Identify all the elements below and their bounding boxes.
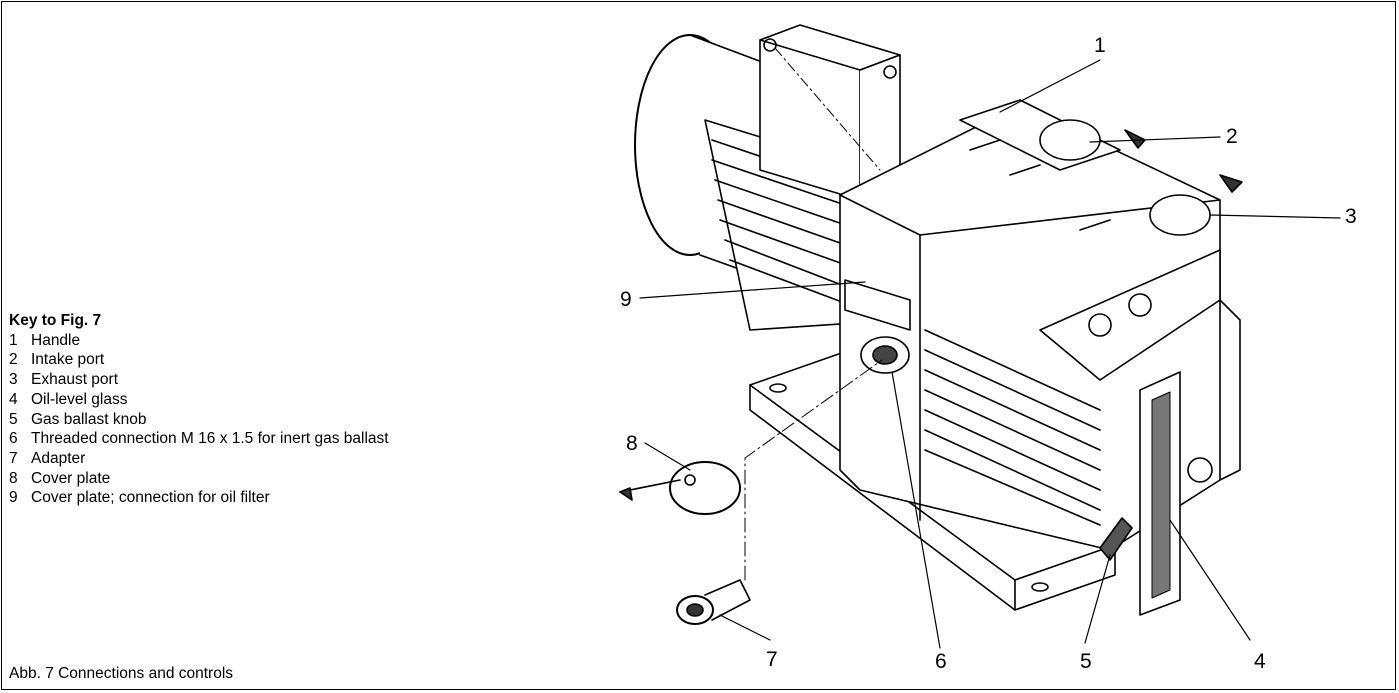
adapter-7 [676, 579, 751, 625]
key-item: 5 Gas ballast knob [9, 410, 389, 430]
key-item-label: Cover plate [31, 469, 111, 487]
key-item-number: 9 [9, 489, 18, 507]
key-item-number: 4 [9, 390, 18, 408]
key-item: 6 Threaded connection M 16 x 1.5 for iner… [9, 429, 389, 449]
key-item-label: Cover plate; connection for oil filter [31, 489, 270, 507]
key-item: 4 Oil-level glass [9, 390, 389, 410]
terminal-box [759, 24, 901, 201]
key-item: 9 Cover plate; connection for oil filter [9, 488, 389, 508]
callout-8: 8 [626, 432, 638, 455]
key-title: Key to Fig. 7 [9, 312, 102, 329]
figure-caption: Abb. 7 Connections and controls [9, 665, 234, 682]
assembly-centerline [744, 359, 883, 581]
key-item: 7 Adapter [9, 449, 389, 469]
key-item-number: 1 [9, 331, 18, 349]
key-item-number: 3 [9, 371, 18, 389]
key-item-label: Oil-level glass [31, 390, 128, 408]
key-item: 3 Exhaust port [9, 370, 389, 390]
side-plate [844, 279, 911, 374]
key-item-number: 2 [9, 351, 18, 369]
callout-2: 2 [1226, 125, 1238, 148]
leader-lines [639, 59, 1341, 649]
callout-9: 9 [620, 288, 632, 311]
key-item-label: Adapter [31, 449, 86, 467]
callout-4: 4 [1254, 650, 1266, 673]
key-item-number: 5 [9, 410, 18, 428]
key-item-label: Exhaust port [31, 371, 119, 389]
callout-5: 5 [1080, 650, 1092, 673]
key-item-label: Intake port [31, 351, 105, 369]
figure-key: Key to Fig. 7 1 Handle 2 Intake port 3 Exha… [9, 311, 389, 508]
pump-body [839, 104, 1241, 616]
key-item-label: Threaded connection M 16 x 1.5 for inert… [31, 430, 389, 448]
callout-1: 1 [1094, 34, 1106, 57]
key-item-label: Gas ballast knob [31, 410, 147, 428]
key-item: 2 Intake port [9, 350, 389, 370]
callout-6: 6 [935, 650, 947, 673]
callout-3: 3 [1345, 205, 1357, 228]
key-item-number: 6 [9, 430, 18, 448]
callout-7: 7 [766, 648, 778, 671]
ports [1039, 119, 1243, 236]
key-item-label: Handle [31, 331, 81, 349]
key-item: 8 Cover plate [9, 469, 389, 489]
key-item: 1 Handle [9, 331, 389, 351]
key-item-number: 8 [9, 469, 18, 487]
cover-plate-8 [619, 461, 741, 515]
key-item-number: 7 [9, 449, 18, 467]
callout-numbers: 1 2 3 4 5 6 7 8 9 [620, 34, 1357, 673]
